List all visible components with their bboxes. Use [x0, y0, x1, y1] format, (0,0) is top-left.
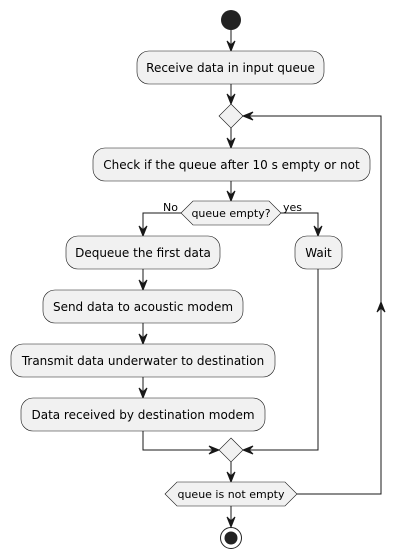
arrowhead-icon: [241, 111, 254, 121]
arrowhead-icon: [138, 225, 148, 238]
action-send-modem-label: Send data to acoustic modem: [53, 300, 233, 314]
arrowhead-icon: [226, 40, 236, 53]
arrowhead-icon: [226, 516, 236, 529]
loop-condition-label: queue is not empty: [177, 488, 285, 501]
end-node-outer: [220, 527, 242, 549]
arrowhead-icon: [138, 279, 148, 292]
edge-wait-merge: [244, 269, 319, 451]
arrowhead-icon: [376, 300, 386, 313]
action-transmit-label: Transmit data underwater to destination: [21, 354, 264, 368]
start-node: [221, 10, 241, 30]
end-node-inner: [224, 531, 238, 545]
arrowhead-icon: [241, 445, 254, 455]
edge-received-merge: [142, 431, 218, 451]
decision-queue-empty-label: queue empty?: [191, 207, 270, 220]
action-wait-label: Wait: [305, 246, 332, 260]
branch-label-no: No: [163, 201, 178, 214]
loop-merge-diamond: [218, 103, 244, 129]
arrowhead-icon: [226, 93, 236, 106]
arrowhead-icon: [313, 225, 323, 238]
arrowhead-icon: [138, 387, 148, 400]
arrowhead-icon: [226, 137, 236, 150]
action-data-received-label: Data received by destination modem: [31, 408, 254, 422]
action-check-queue-label: Check if the queue after 10 s empty or n…: [103, 158, 360, 172]
action-receive-data-label: Receive data in input queue: [146, 61, 315, 75]
edge-yes-branch: [281, 212, 319, 235]
branch-merge-diamond: [218, 437, 244, 463]
arrowhead-icon: [208, 445, 221, 455]
arrowhead-icon: [226, 471, 236, 484]
edge-no-branch: [142, 212, 181, 235]
arrowhead-icon: [138, 333, 148, 346]
action-dequeue-label: Dequeue the first data: [75, 246, 211, 260]
branch-label-yes: yes: [283, 201, 302, 214]
arrowhead-icon: [226, 190, 236, 203]
